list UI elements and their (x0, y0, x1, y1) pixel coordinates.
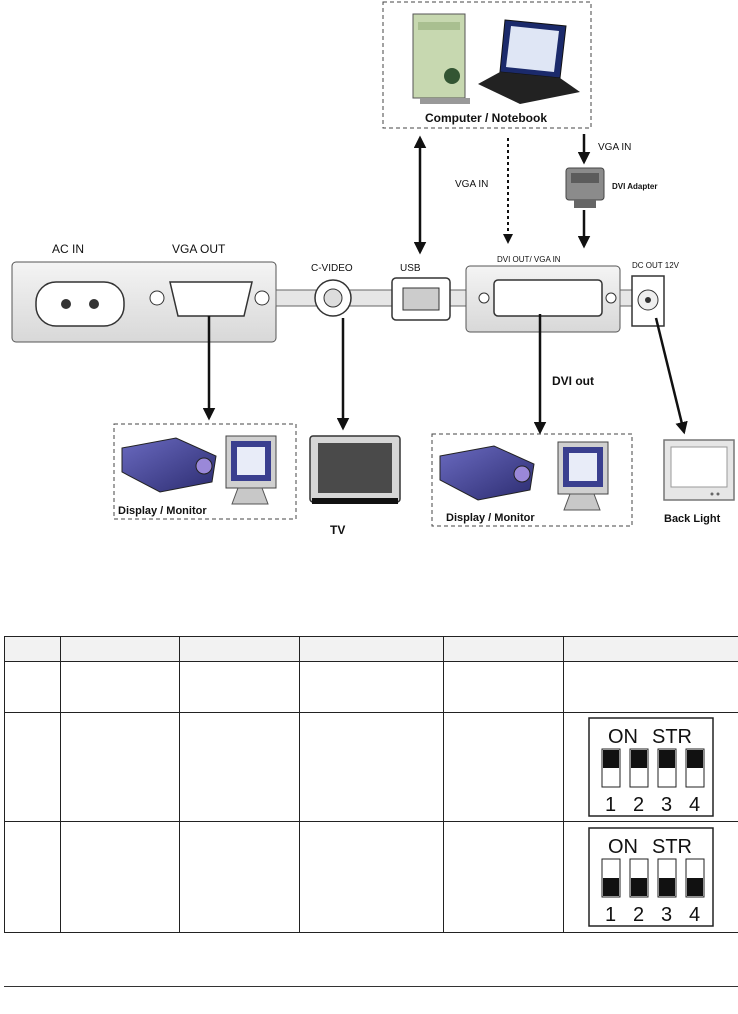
dip-switch-3 (657, 748, 677, 788)
display-monitor-right-box: Display / Monitor (431, 433, 633, 527)
dip-str-label: STR (652, 726, 692, 748)
ac-in-label: AC IN (52, 242, 84, 256)
vga-in-dotted-label: VGA IN (455, 179, 488, 190)
table-cell (443, 636, 564, 662)
dvi-out-label: DVI out (552, 374, 594, 388)
c-video-label: C-VIDEO (311, 263, 353, 274)
display-monitor-right-label: Display / Monitor (446, 512, 535, 524)
ac-inlet-icon (35, 281, 125, 327)
dip-number-4: 4 (689, 904, 700, 926)
back-light-panel-icon (663, 439, 735, 501)
dip-on-label: ON (608, 726, 638, 748)
display-monitor-left-label: Display / Monitor (118, 505, 207, 517)
table-cell (299, 661, 444, 713)
table-cell (563, 661, 738, 713)
dvi-out-vga-in-label: DVI OUT/ VGA IN (497, 255, 561, 264)
table-cell (179, 661, 300, 713)
vga-in-right-label: VGA IN (598, 142, 631, 153)
dip-switch-4 (685, 748, 705, 788)
table-cell (443, 712, 564, 822)
table-row: ON STR 1 2 3 4 (4, 821, 738, 933)
dvi-port-icon (478, 279, 617, 317)
dip-switch-1 (601, 748, 621, 788)
notebook-icon (478, 19, 580, 104)
table-cell (443, 661, 564, 713)
tv-label: TV (330, 523, 345, 537)
dvi-adapter-icon (565, 167, 605, 208)
display-monitor-left-box: Display / Monitor (113, 423, 297, 520)
dip-number-3: 3 (661, 794, 672, 816)
tv-icon (309, 435, 401, 504)
table-cell (60, 712, 180, 822)
dip-number-3: 3 (661, 904, 672, 926)
usb-label: USB (400, 263, 421, 274)
c-video-port-icon (314, 279, 352, 317)
dip-switch-2 (629, 748, 649, 788)
table-cell (4, 712, 61, 822)
dc-out-arrow (654, 317, 688, 435)
monitor-icon (225, 435, 277, 505)
dip-switch-1 (601, 858, 621, 898)
dc-out-12v-label: DC OUT 12V (632, 261, 680, 270)
dc-out-port-icon (631, 275, 665, 327)
computer-notebook-label: Computer / Notebook (425, 111, 547, 125)
vga-out-port-icon (149, 281, 270, 317)
table-cell (4, 636, 61, 662)
table-cell (4, 821, 61, 933)
dip-cell: ON STR 1 2 3 4 (563, 821, 738, 933)
table-cell (60, 821, 180, 933)
dip-str-label: STR (652, 836, 692, 858)
dip-number-2: 2 (633, 794, 644, 816)
table-cell (179, 636, 300, 662)
table-cell (179, 821, 300, 933)
dip-number-1: 1 (605, 794, 616, 816)
table-cell (60, 661, 180, 713)
dip-switch-off: ON STR 1 2 3 4 (588, 827, 714, 927)
dip-switch-table: ON STR 1 2 3 4 ON (4, 636, 738, 933)
footer-divider (4, 986, 738, 987)
dip-cell: ON STR 1 2 3 4 (563, 712, 738, 822)
table-cell (60, 636, 180, 662)
usb-port-icon (391, 277, 451, 321)
dip-switch-2 (629, 858, 649, 898)
table-cell (299, 821, 444, 933)
computer-notebook-box: Computer / Notebook (382, 1, 592, 129)
rear-connector-panel (11, 261, 665, 343)
table-row (4, 661, 738, 713)
dip-switch-4 (685, 858, 705, 898)
table-cell (563, 636, 738, 662)
dip-number-4: 4 (689, 794, 700, 816)
table-cell (299, 636, 444, 662)
projector-icon (439, 445, 535, 501)
monitor-icon (557, 441, 609, 511)
table-row: ON STR 1 2 3 4 (4, 712, 738, 822)
dip-number-2: 2 (633, 904, 644, 926)
dip-switch-3 (657, 858, 677, 898)
projector-icon (121, 437, 217, 493)
vga-out-label: VGA OUT (172, 242, 226, 256)
dip-on-label: ON (608, 836, 638, 858)
table-cell (179, 712, 300, 822)
table-cell (299, 712, 444, 822)
table-header-row (4, 636, 738, 662)
table-cell (4, 661, 61, 713)
back-light-label: Back Light (664, 513, 721, 525)
desktop-computer-icon (412, 13, 470, 104)
dip-switch-on: ON STR 1 2 3 4 (588, 717, 714, 817)
dvi-adapter-label: DVI Adapter (612, 182, 658, 191)
dip-number-1: 1 (605, 904, 616, 926)
table-cell (443, 821, 564, 933)
